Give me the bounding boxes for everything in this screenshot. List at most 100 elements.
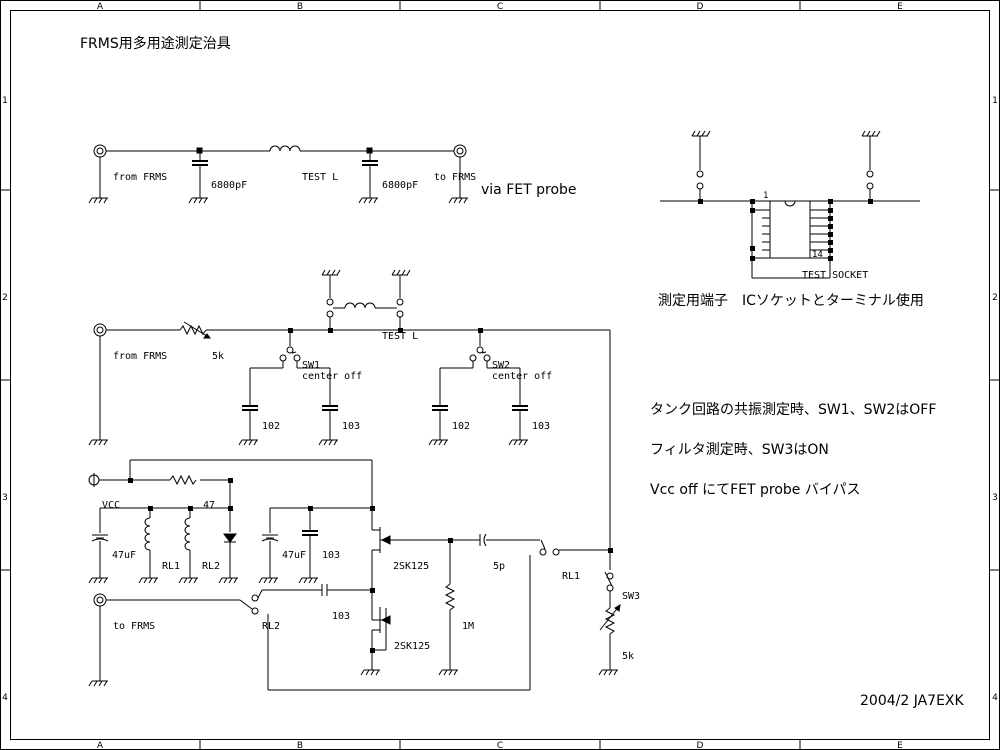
col-label-bottom: B — [297, 741, 303, 750]
bnc-connector-icon — [93, 144, 107, 158]
label-test-socket: TEST SOCKET — [802, 270, 868, 281]
label-center-off-1: center off — [302, 371, 362, 382]
row-label-left: 3 — [2, 493, 8, 503]
relay-coil-rl1 — [144, 517, 151, 551]
row-label-right: 3 — [992, 493, 998, 503]
inductor-test-l-1 — [269, 145, 301, 152]
label-47uf-2: 47uF — [282, 550, 306, 561]
terminal-icon — [396, 310, 404, 318]
resistor-5k-1 — [179, 324, 207, 336]
fet-gate-arrow — [380, 535, 391, 545]
label-to-frms-2: to FRMS — [113, 621, 155, 632]
resistor-5k-2 — [604, 607, 616, 635]
ground-icon — [218, 569, 239, 584]
ground-icon — [391, 269, 411, 284]
ground-icon — [88, 431, 109, 446]
ground-icon — [138, 569, 159, 584]
label-sw3: SW3 — [622, 591, 640, 602]
label-rl2-coil: RL2 — [202, 561, 220, 572]
ic-socket-body — [769, 200, 811, 259]
bnc-connector-icon — [453, 144, 467, 158]
ground-icon — [188, 189, 209, 204]
ground-icon — [258, 569, 279, 584]
rl1-contact-icon — [539, 548, 547, 556]
fet-gate-arrow — [380, 615, 391, 625]
label-103-1: 103 — [342, 421, 360, 432]
resistor-47 — [169, 474, 197, 486]
note-vcc-off: Vcc off にてFET probe バイパス — [650, 482, 861, 498]
capacitor-103-1 — [321, 405, 339, 411]
label-103-2: 103 — [532, 421, 550, 432]
label-1m: 1M — [462, 621, 474, 632]
circuit-3-fet-probe — [88, 459, 621, 691]
label-47: 47 — [203, 500, 215, 511]
terminal-icon — [326, 298, 334, 306]
col-label-top: C — [497, 2, 503, 12]
capacitor-6800pf-2 — [361, 160, 379, 166]
resistor-1m — [444, 583, 456, 611]
terminal-icon — [696, 170, 704, 178]
label-pin-1: 1 — [763, 191, 768, 201]
terminal-icon — [396, 298, 404, 306]
capacitor-103-2 — [511, 405, 529, 411]
ground-icon — [598, 661, 619, 676]
col-label-bottom: D — [697, 741, 704, 750]
row-label-right: 1 — [992, 96, 998, 106]
col-label-top: E — [897, 2, 903, 12]
note-filter: フィルタ測定時、SW3はON — [650, 442, 829, 458]
row-label-left: 1 — [2, 96, 8, 106]
ground-icon — [88, 189, 109, 204]
ground-icon — [360, 661, 381, 676]
ground-icon — [178, 569, 199, 584]
circuit-2 — [88, 269, 611, 570]
capacitor-6800pf-1 — [191, 160, 209, 166]
label-sw2: SW2 — [492, 360, 510, 371]
capacitor-103-3 — [301, 530, 319, 536]
col-label-bottom: C — [497, 741, 503, 750]
ground-icon — [508, 431, 529, 446]
col-label-top: B — [297, 2, 303, 12]
ground-icon — [88, 569, 109, 584]
capacitor-102-2 — [431, 405, 449, 411]
label-2sk125-2: 2SK125 — [394, 641, 430, 652]
label-center-off-2: center off — [492, 371, 552, 382]
label-5k-2: 5k — [622, 651, 634, 662]
ground-icon — [448, 189, 469, 204]
label-sw1: SW1 — [302, 360, 320, 371]
bnc-connector-icon — [93, 323, 107, 337]
label-pin-14: 14 — [812, 250, 823, 260]
col-label-top: A — [97, 2, 104, 12]
label-103-3: 103 — [322, 550, 340, 561]
terminal-icon — [866, 182, 874, 190]
label-vcc: VCC — [102, 500, 120, 511]
note-socket: 測定用端子 ICソケットとターミナル使用 — [658, 292, 924, 309]
row-label-left: 2 — [2, 293, 8, 303]
ground-icon — [238, 431, 259, 446]
ground-icon — [298, 569, 319, 584]
ground-icon — [358, 189, 379, 204]
label-6800pf-1: 6800pF — [211, 180, 247, 191]
test-socket-diagram — [660, 130, 920, 279]
label-103-4: 103 — [332, 611, 350, 622]
label-5p: 5p — [493, 561, 505, 572]
label-rl1-contact: RL1 — [562, 571, 580, 582]
label-from-frms-1: from FRMS — [113, 172, 167, 183]
label-rl1-coil: RL1 — [162, 561, 180, 572]
ground-icon — [321, 269, 341, 284]
circuit-1 — [88, 144, 469, 204]
ground-icon — [318, 431, 339, 446]
col-label-top: D — [697, 2, 704, 12]
sw1-common-icon — [286, 346, 294, 354]
label-from-frms-2: from FRMS — [113, 351, 167, 362]
relay-coil-rl2 — [184, 517, 191, 551]
diode-icon — [223, 533, 237, 543]
ground-icon — [88, 672, 109, 687]
label-102-2: 102 — [452, 421, 470, 432]
label-5k-1: 5k — [212, 351, 224, 362]
col-label-bottom: E — [897, 741, 903, 750]
ground-icon — [691, 130, 711, 145]
row-label-left: 4 — [2, 693, 8, 703]
capacitor-102-1 — [241, 405, 259, 411]
diagram-title: FRMS用多用途測定治具 — [80, 35, 231, 52]
